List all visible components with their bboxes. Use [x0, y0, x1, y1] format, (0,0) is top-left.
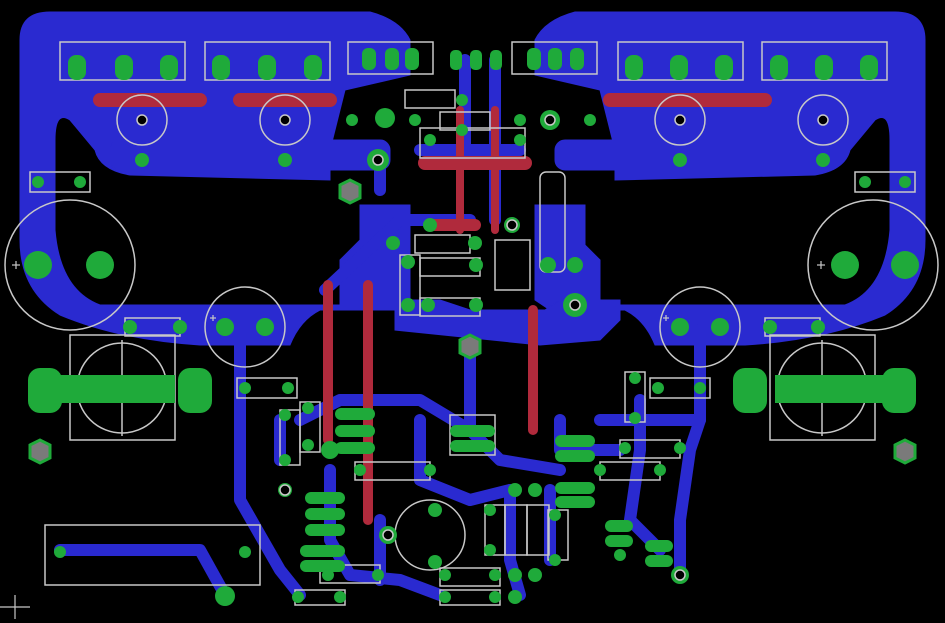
mounting-holes [28, 114, 917, 581]
transistor-outline [347, 41, 434, 75]
mounting-hole [458, 333, 482, 360]
top-traces [93, 93, 772, 525]
copper-pour-center [394, 299, 621, 346]
transistor-outline [59, 41, 186, 81]
mounting-hole [338, 178, 362, 205]
large-capacitor-outline [807, 199, 939, 331]
transistor-outline [511, 41, 598, 75]
polarity-marks [0, 261, 825, 619]
mounting-hole [893, 438, 917, 465]
transistor-pads [68, 48, 878, 80]
pads-layer [24, 48, 919, 606]
transistor-outline [617, 41, 744, 81]
large-capacitor-outline [4, 199, 136, 331]
mounting-hole [28, 438, 52, 465]
